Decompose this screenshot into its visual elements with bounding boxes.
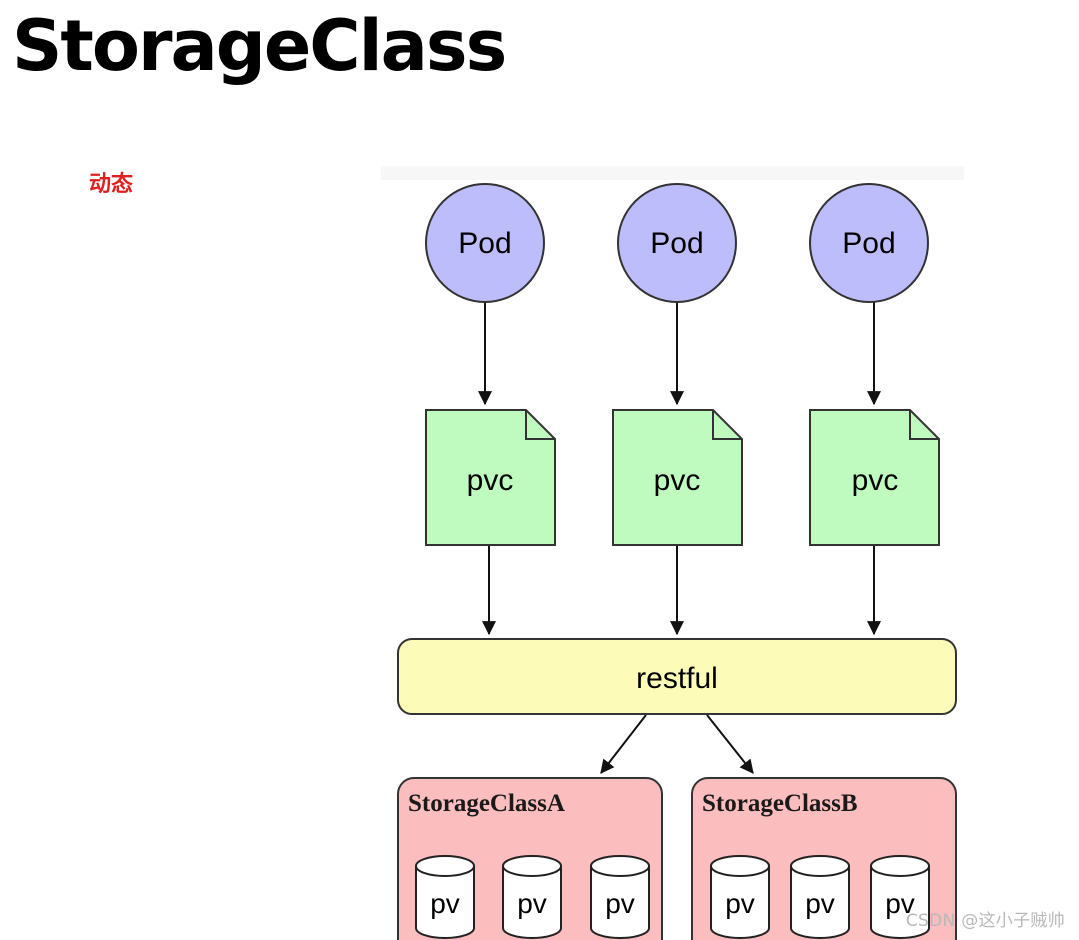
storageclass-b: StorageClassB pv pv pv	[691, 777, 957, 940]
pvc-label: pvc	[467, 464, 514, 497]
subtitle-dynamic: 动态	[89, 172, 134, 197]
pod-node-3: Pod	[809, 183, 929, 303]
edge-restful-storageclass-a	[600, 714, 647, 774]
pvc-page-fold	[909, 410, 939, 440]
pod-label: Pod	[842, 227, 895, 260]
pod-circle	[809, 183, 929, 303]
pv-cylinder: pv	[415, 855, 475, 939]
page-title: StorageClass	[12, 5, 507, 87]
storageclass-label: StorageClassB	[702, 790, 858, 817]
pod-node-2: Pod	[617, 183, 737, 303]
restful-box	[397, 638, 957, 715]
pvc-page-fold	[712, 410, 742, 440]
pod-node-1: Pod	[425, 183, 545, 303]
pv-label: pv	[725, 888, 755, 919]
pv-label: pv	[805, 888, 835, 919]
pv-cylinder: pv	[590, 855, 650, 939]
pvc-document-shape	[809, 409, 940, 546]
pvc-label: pvc	[852, 464, 899, 497]
pod-label: Pod	[650, 227, 703, 260]
pv-cylinder: pv	[710, 855, 770, 939]
pod-circle	[617, 183, 737, 303]
pvc-node-3: pvc	[809, 409, 940, 546]
pvc-label: pvc	[654, 464, 701, 497]
pvc-document-shape	[612, 409, 743, 546]
edge-restful-storageclass-b	[706, 714, 754, 774]
pv-cylinder: pv	[502, 855, 562, 939]
pvc-page-fold	[525, 410, 555, 440]
pvc-document-shape	[425, 409, 556, 546]
pvc-node-1: pvc	[425, 409, 556, 546]
pod-label: Pod	[458, 227, 511, 260]
pv-label: pv	[605, 888, 635, 919]
storageclass-a: StorageClassA pv pv pv	[397, 777, 663, 940]
pv-label: pv	[430, 888, 460, 919]
restful-node: restful	[397, 638, 957, 715]
restful-label: restful	[636, 662, 718, 695]
pv-label: pv	[885, 888, 915, 919]
storageclass-label: StorageClassA	[408, 790, 565, 817]
pod-circle	[425, 183, 545, 303]
pv-label: pv	[517, 888, 547, 919]
diagram-background	[381, 166, 964, 180]
pv-cylinder: pv	[790, 855, 850, 939]
pv-cylinder: pv	[870, 855, 930, 939]
pvc-node-2: pvc	[612, 409, 743, 546]
csdn-watermark: CSDN @这小子贼帅	[905, 911, 1065, 931]
